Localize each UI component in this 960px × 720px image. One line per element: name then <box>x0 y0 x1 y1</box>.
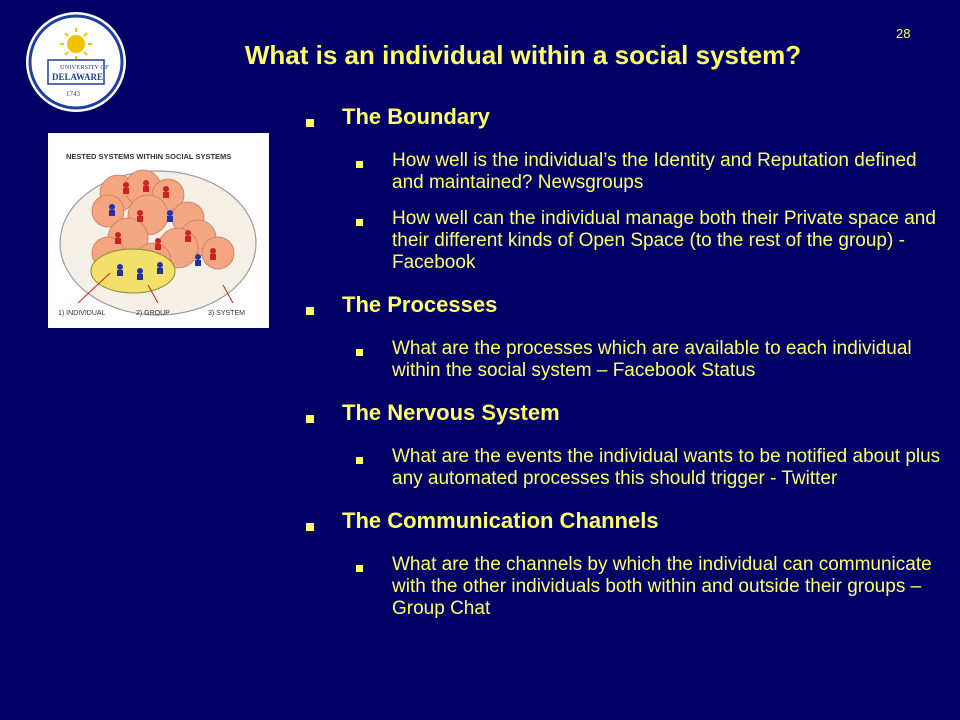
square-bullet-icon <box>356 446 392 473</box>
logo-text-delaware: DELAWARE <box>52 72 103 82</box>
bullet-text: What are the channels by which the indiv… <box>392 554 932 619</box>
bullet-text: What are the processes which are availab… <box>392 338 912 381</box>
university-logo: UNIVERSITY OF DELAWARE 1743 <box>24 10 128 114</box>
diagram-label-individual: 1) INDIVIDUAL <box>58 310 106 317</box>
square-bullet-icon <box>306 104 342 136</box>
logo-text-university: UNIVERSITY OF <box>60 64 109 71</box>
section-nervous-system: The Nervous System What are the events t… <box>306 400 946 490</box>
square-bullet-icon <box>356 554 392 581</box>
square-bullet-icon <box>306 292 342 324</box>
slide-number: 28 <box>896 26 911 41</box>
diagram-label-group: 2) GROUP <box>136 310 170 317</box>
nested-systems-diagram: NESTED SYSTEMS WITHIN SOCIAL SYSTEMS <box>48 133 269 328</box>
university-seal-icon: UNIVERSITY OF DELAWARE 1743 <box>26 12 126 112</box>
slide-title: What is an individual within a social sy… <box>244 40 802 70</box>
section-communication-channels: The Communication Channels What are the … <box>306 508 946 620</box>
bullet-text: How well is the individual’s the Identit… <box>392 150 917 193</box>
individual-ellipse <box>90 248 176 294</box>
sun-icon <box>60 28 92 60</box>
person-icons <box>109 180 216 280</box>
square-bullet-icon <box>356 338 392 365</box>
slide-content: The Boundary How well is the individual’… <box>306 104 946 620</box>
bullet-text: How well can the individual manage both … <box>392 208 936 273</box>
square-bullet-icon <box>306 508 342 540</box>
section-processes: The Processes What are the processes whi… <box>306 292 946 382</box>
section-heading: The Nervous System <box>342 400 560 425</box>
square-bullet-icon <box>356 150 392 177</box>
pointer-arrows <box>77 272 234 304</box>
bullet-text: What are the events the individual wants… <box>392 446 941 489</box>
section-heading: The Boundary <box>342 104 490 129</box>
logo-year: 1743 <box>66 90 81 98</box>
diagram-title: NESTED SYSTEMS WITHIN SOCIAL SYSTEMS <box>66 152 231 161</box>
square-bullet-icon <box>306 400 342 432</box>
section-heading: The Communication Channels <box>342 508 659 533</box>
section-heading: The Processes <box>342 292 498 317</box>
square-bullet-icon <box>356 208 392 235</box>
diagram-label-system: 3) SYSTEM <box>208 310 245 317</box>
section-boundary: The Boundary How well is the individual’… <box>306 104 946 274</box>
